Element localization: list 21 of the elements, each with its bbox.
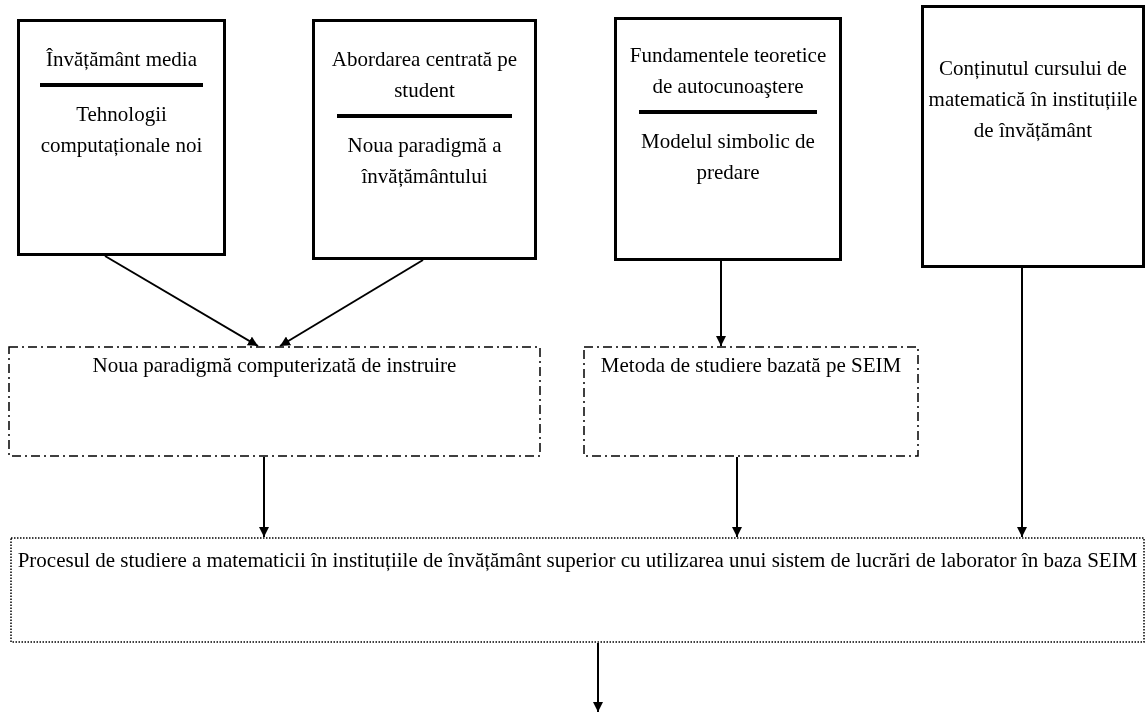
arrow <box>1017 267 1027 538</box>
box-heading: Învățământ media <box>45 46 198 73</box>
process-box <box>312 19 537 260</box>
box-heading: Fundamentele teoretice de autocunoaştere <box>628 42 828 100</box>
process-box <box>921 5 1145 268</box>
box-text: Tehnologii computaționale noi <box>39 101 204 159</box>
box-text: Modelul simbolic de predare <box>640 128 816 186</box>
box-heading: Conținutul cursului de matematică în instituțiile de învățământ <box>927 55 1139 144</box>
box-text: Noua paradigmă a învățământului <box>346 132 503 190</box>
arrow <box>732 456 742 538</box>
arrow <box>279 259 424 347</box>
process-box <box>614 17 842 261</box>
arrow <box>716 260 726 347</box>
process-box <box>17 19 226 256</box>
box-heading: Procesul de studiere a matematicii în instituțiile de învățământ superior cu utilizarea unui sistem de lucrări de laborator în baza SEIM <box>16 547 1139 574</box>
box-heading: Abordarea centrată pe student <box>330 46 519 104</box>
arrow <box>593 642 603 713</box>
arrow <box>104 255 259 347</box>
arrow <box>259 456 269 538</box>
box-heading: Noua paradigmă computerizată de instruire <box>91 352 458 379</box>
box-heading: Metoda de studiere bazată pe SEIM <box>599 352 903 379</box>
